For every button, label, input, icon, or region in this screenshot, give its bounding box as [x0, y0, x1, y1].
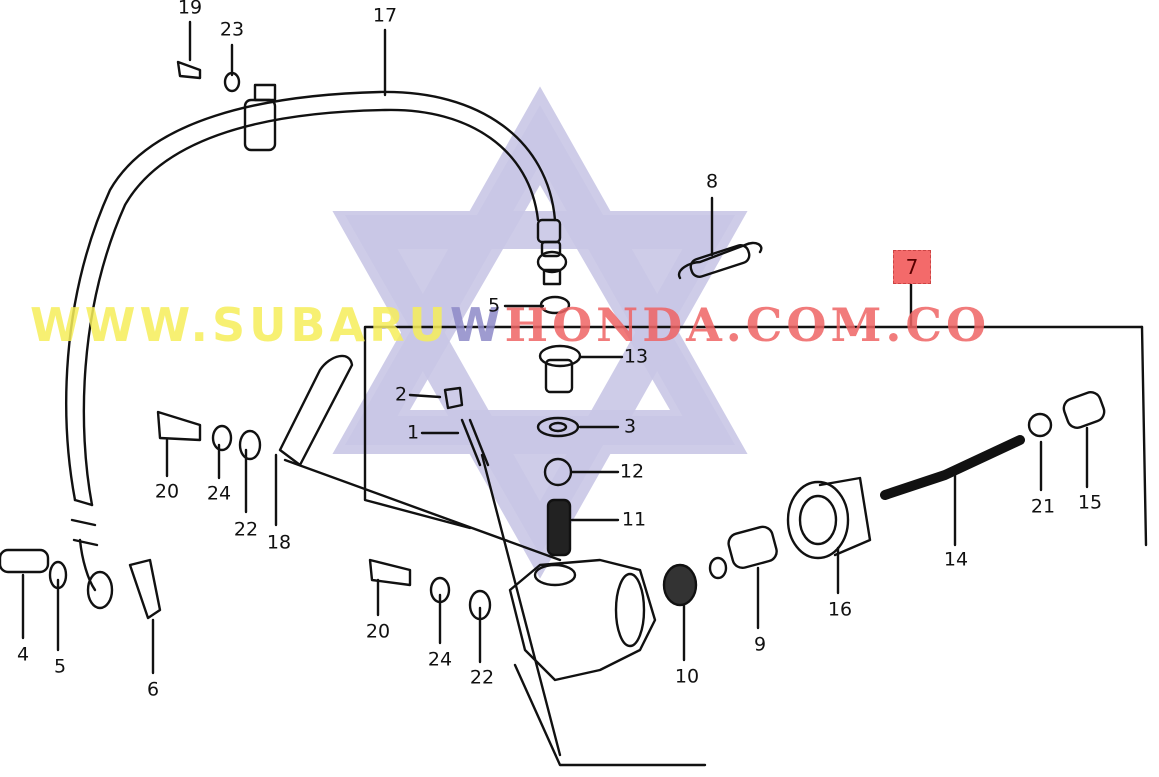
hose-17 — [65, 90, 557, 502]
part-label-16: 16 — [827, 598, 853, 621]
part-label-14: 14 — [943, 548, 969, 571]
part-label-24: 24 — [427, 648, 453, 671]
part-label-12: 12 — [619, 460, 645, 483]
part-label-1: 1 — [406, 421, 420, 444]
callout-box-7: 7 — [893, 250, 931, 284]
part-label-18: 18 — [266, 531, 292, 554]
part-label-19: 19 — [177, 0, 203, 19]
part-label-13: 13 — [623, 345, 649, 368]
part-label-20: 20 — [365, 620, 391, 643]
watermark-segment-subaru: WWW.SUBARU — [30, 298, 450, 352]
assembly-bracket-7 — [363, 280, 913, 530]
part-label-15: 15 — [1077, 491, 1103, 514]
part-label-9: 9 — [753, 633, 767, 656]
master-cylinder-body — [508, 558, 657, 682]
part-label-21: 21 — [1030, 495, 1056, 518]
part-label-24: 24 — [206, 482, 232, 505]
part-label-5: 5 — [487, 294, 501, 317]
star-outline-icon — [332, 86, 748, 579]
part-label-17: 17 — [372, 4, 398, 27]
part-label-20: 20 — [154, 480, 180, 503]
part-label-3: 3 — [623, 415, 637, 438]
part-label-10: 10 — [674, 665, 700, 688]
part-label-8: 8 — [705, 170, 719, 193]
watermark-segment-w: W — [449, 298, 505, 352]
part-label-22: 22 — [469, 666, 495, 689]
callout-label: 7 — [905, 255, 919, 279]
lever-18 — [278, 354, 354, 467]
part-label-2: 2 — [394, 383, 408, 406]
part-label-6: 6 — [146, 678, 160, 701]
part-label-23: 23 — [219, 18, 245, 41]
part-label-4: 4 — [16, 643, 30, 666]
part-label-22: 22 — [233, 518, 259, 541]
part-label-11: 11 — [621, 508, 647, 531]
watermark-segment-honda: HONDA.COM.CO — [504, 298, 991, 352]
part-label-5: 5 — [53, 655, 67, 678]
